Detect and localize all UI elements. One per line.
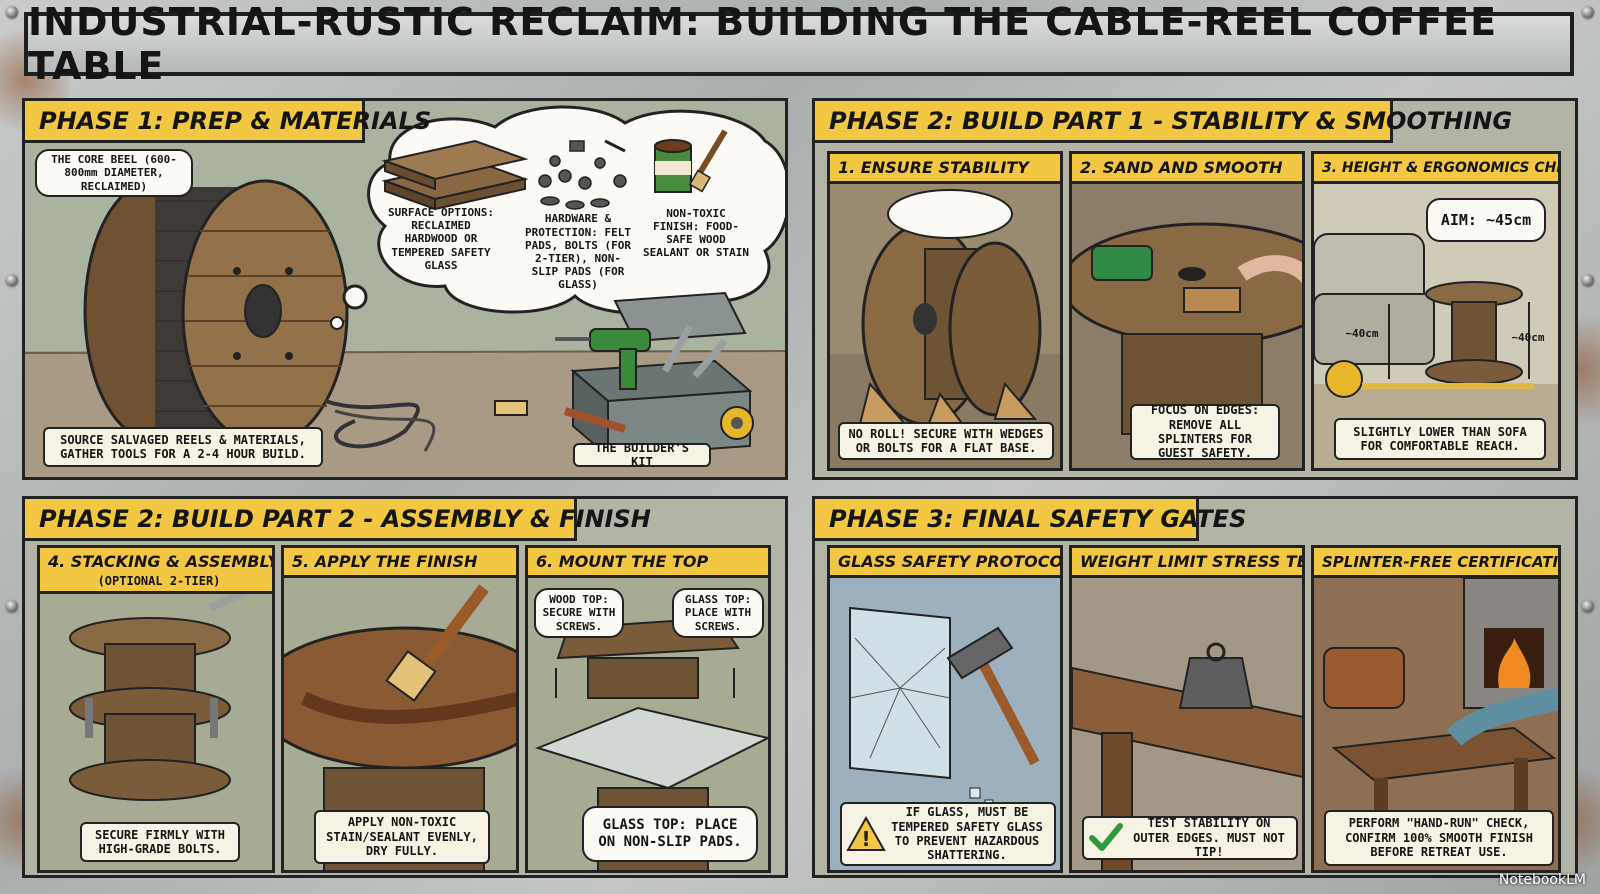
- phase3-panel: PHASE 3: FINAL SAFETY GATES GLASS SAFETY…: [812, 496, 1578, 878]
- gate2-panel: WEIGHT LIMIT STRESS TEST TEST STABILITY …: [1069, 545, 1305, 873]
- step4-panel: 4. STACKING & ASSEMBLY (OPTIONAL 2-TIER)…: [37, 545, 275, 873]
- gate1-title: GLASS SAFETY PROTOCOL: [830, 548, 1060, 578]
- step6-panel: 6. MOUNT THE TOP WOOD TOP: SECURE WITH S…: [525, 545, 771, 873]
- step5-panel: 5. APPLY THE FINISH APPLY NON-TOXIC STAI…: [281, 545, 519, 873]
- aim-bubble: AIM: ~45cm: [1426, 198, 1546, 242]
- gate3-panel: SPLINTER-FREE CERTIFICATION PERFORM "HAN…: [1311, 545, 1561, 873]
- brand-mark: NotebookLM: [1498, 872, 1586, 888]
- step2-caption: FOCUS ON EDGES: REMOVE ALL SPLINTERS FOR…: [1130, 403, 1280, 460]
- left-measure: ~40cm: [1345, 327, 1379, 341]
- step3-panel: 3. HEIGHT & ERGONOMICS CHECK AIM: ~45cm …: [1311, 151, 1561, 471]
- page-title: INDUSTRIAL-RUSTIC RECLAIM: BUILDING THE …: [24, 0, 1574, 88]
- builders-kit-label: THE BUILDER'S KIT: [573, 441, 711, 469]
- rivet: [6, 6, 18, 18]
- phase2-part2-title: PHASE 2: BUILD PART 2 - ASSEMBLY & FINIS…: [25, 499, 651, 541]
- phase1-panel: PHASE 1: PREP & MATERIALS THE CORE BEEL …: [22, 98, 788, 480]
- right-measure: ~40cm: [1511, 331, 1545, 345]
- step1-title: 1. ENSURE STABILITY: [830, 154, 1060, 184]
- phase2-part1-panel: PHASE 2: BUILD PART 1 - STABILITY & SMOO…: [812, 98, 1578, 480]
- phase3-title: PHASE 3: FINAL SAFETY GATES: [815, 499, 1246, 541]
- rivet: [1582, 6, 1594, 18]
- gate3-caption: PERFORM "HAND-RUN" CHECK, CONFIRM 100% S…: [1324, 810, 1554, 866]
- glass-top-small-bubble: GLASS TOP: PLACE WITH SCREWS.: [672, 588, 764, 638]
- phase1-scene: [25, 101, 785, 477]
- step3-title: 3. HEIGHT & ERGONOMICS CHECK: [1314, 154, 1558, 184]
- rivet: [6, 274, 18, 286]
- step1-panel: 1. ENSURE STABILITY NO ROLL! SECURE WITH…: [827, 151, 1063, 471]
- step2-title: 2. SAND AND SMOOTH: [1072, 154, 1302, 184]
- step5-caption: APPLY NON-TOXIC STAIN/SEALANT EVENLY, DR…: [314, 810, 490, 864]
- step5-title: 5. APPLY THE FINISH: [284, 548, 516, 578]
- step1-caption: NO ROLL! SECURE WITH WEDGES OR BOLTS FOR…: [838, 422, 1054, 460]
- gate2-caption: TEST STABILITY ON OUTER EDGES. MUST NOT …: [1082, 816, 1298, 860]
- rivet: [6, 600, 18, 612]
- checkmark-icon: [1089, 823, 1123, 851]
- phase2-part2-panel: PHASE 2: BUILD PART 2 - ASSEMBLY & FINIS…: [22, 496, 788, 878]
- finish-label: NON-TOXIC FINISH: FOOD-SAFE WOOD SEALANT…: [643, 206, 749, 260]
- step6-title: 6. MOUNT THE TOP: [528, 548, 768, 578]
- source-caption: SOURCE SALVAGED REELS & MATERIALS, GATHE…: [43, 427, 323, 467]
- gate3-title: SPLINTER-FREE CERTIFICATION: [1314, 548, 1558, 578]
- rivet: [1582, 600, 1594, 612]
- surface-options-label: SURFACE OPTIONS: RECLAIMED HARDWOOD OR T…: [388, 206, 494, 272]
- gate1-panel: GLASS SAFETY PROTOCOL IF GLASS, MUST BE …: [827, 545, 1063, 873]
- phase1-title: PHASE 1: PREP & MATERIALS: [25, 101, 431, 143]
- step4-caption: SECURE FIRMLY WITH HIGH-GRADE BOLTS.: [80, 822, 240, 862]
- step2-panel: 2. SAND AND SMOOTH FOCUS ON EDGES: REMOV…: [1069, 151, 1305, 471]
- gate2-title: WEIGHT LIMIT STRESS TEST: [1072, 548, 1302, 578]
- rivet: [1582, 274, 1594, 286]
- step3-caption: SLIGHTLY LOWER THAN SOFA FOR COMFORTABLE…: [1334, 418, 1546, 460]
- step4-title: 4. STACKING & ASSEMBLY: [40, 548, 272, 574]
- step4-scene: [40, 548, 272, 870]
- wood-top-bubble: WOOD TOP: SECURE WITH SCREWS.: [534, 588, 624, 638]
- gate1-caption: IF GLASS, MUST BE TEMPERED SAFETY GLASS …: [840, 802, 1056, 866]
- phase2-part1-title: PHASE 2: BUILD PART 1 - STABILITY & SMOO…: [815, 101, 1512, 143]
- hardware-label: HARDWARE & PROTECTION: FELT PADS, BOLTS …: [525, 212, 631, 292]
- core-reel-label: THE CORE BEEL (600-800mm DIAMETER, RECLA…: [35, 149, 193, 197]
- svg-text:!: !: [861, 827, 870, 851]
- step4-subtitle: (OPTIONAL 2-TIER): [40, 572, 272, 594]
- warning-icon: !: [846, 816, 886, 851]
- step6-caption: GLASS TOP: PLACE ON NON-SLIP PADS.: [582, 806, 758, 862]
